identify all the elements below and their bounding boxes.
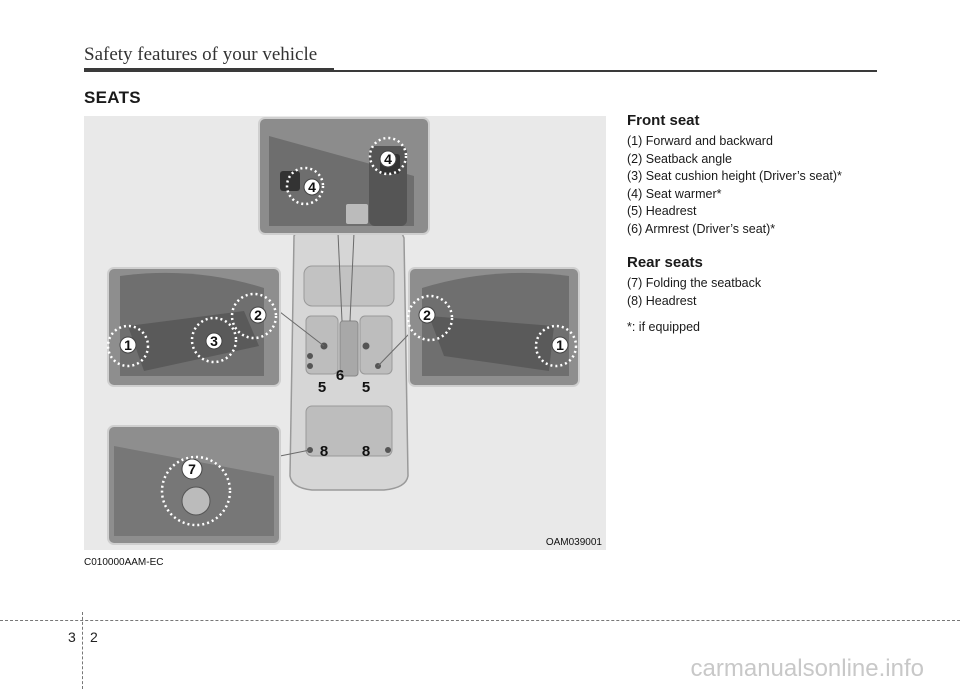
document-code: C010000AAM-EC <box>84 557 164 568</box>
footer-divider <box>82 612 83 689</box>
seats-illustration: 4 4 1 3 2 2 1 7 6 5 5 8 8 OAM039001 <box>84 116 606 550</box>
front-seat-item: (1) Forward and backward <box>627 134 773 148</box>
seats-diagram: 4 4 1 3 2 2 1 7 6 5 5 8 8 <box>106 117 580 545</box>
callout-1-left: 1 <box>124 337 132 353</box>
header-title: Safety features of your vehicle <box>84 44 318 65</box>
callout-5-right: 5 <box>362 379 370 396</box>
rear-seat-panel <box>107 425 281 545</box>
driver-seat-panel <box>106 267 281 387</box>
callout-1-right: 1 <box>556 337 564 353</box>
front-seat-item: (3) Seat cushion height (Driver’s seat)* <box>627 169 842 183</box>
callout-4-right: 4 <box>384 151 392 167</box>
callout-2-right: 2 <box>423 307 431 323</box>
front-seat-item: (6) Armrest (Driver’s seat)* <box>627 221 776 236</box>
footnote: *: if equipped <box>627 320 700 334</box>
footer-rule <box>0 620 960 621</box>
callout-6: 6 <box>336 367 344 384</box>
passenger-seat-panel <box>406 267 580 387</box>
callout-2-left: 2 <box>254 307 262 323</box>
header-rule <box>84 68 334 72</box>
rear-seat-item: (7) Folding the seatback <box>627 276 762 290</box>
front-seat-heading: Front seat <box>627 112 700 129</box>
callout-5-left: 5 <box>318 379 326 396</box>
front-seat-item: (4) Seat warmer* <box>627 186 722 201</box>
front-seat-item: (5) Headrest <box>627 204 697 218</box>
rear-seat-item: (8) Headrest <box>627 293 697 308</box>
seat-warmer-panel <box>258 117 430 235</box>
seat-legend: Front seat (1) Forward and backward (2) … <box>627 112 927 334</box>
chapter-number: 3 <box>68 629 76 645</box>
watermark: carmanualsonline.info <box>690 655 924 682</box>
callout-8-left: 8 <box>320 443 328 460</box>
rear-seats-heading: Rear seats <box>627 254 703 271</box>
front-seat-item: (2) Seatback angle <box>627 151 732 166</box>
callout-4-left: 4 <box>308 179 316 195</box>
figure-code: OAM039001 <box>545 537 602 548</box>
page-number: 2 <box>90 629 98 645</box>
callout-8-right: 8 <box>362 443 370 460</box>
callout-7: 7 <box>188 461 196 477</box>
section-heading: SEATS <box>84 88 141 107</box>
header-rule-thin <box>334 70 877 72</box>
callout-3: 3 <box>210 333 218 349</box>
